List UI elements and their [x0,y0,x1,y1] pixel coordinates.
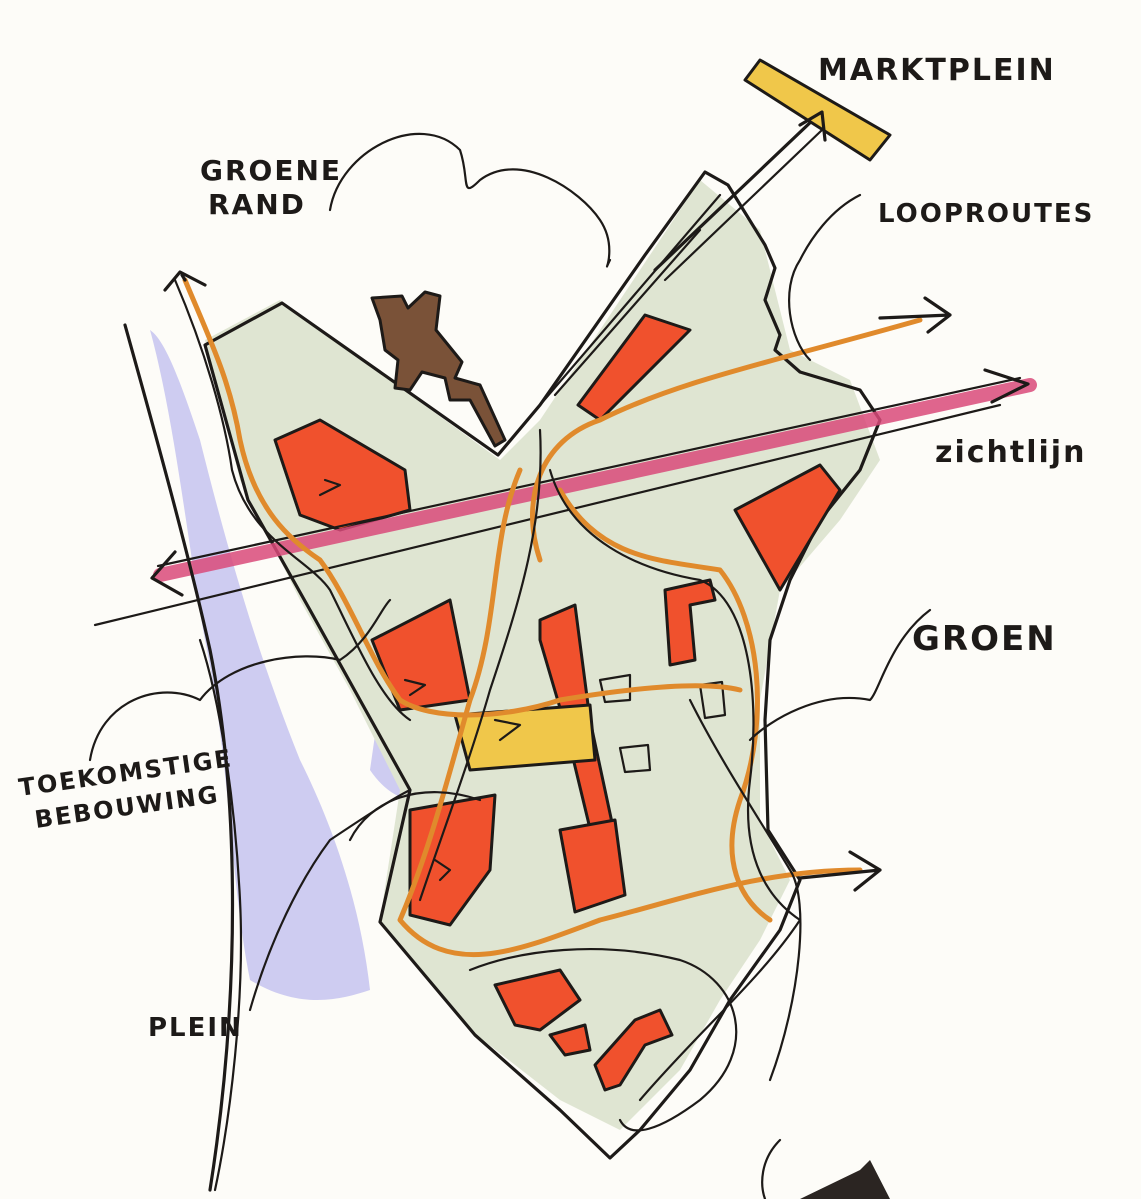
label-looproutes: LOOPROUTES [878,199,1094,229]
leader-groen [750,610,930,740]
label-marktplein: MARKTPLEIN [818,53,1056,88]
label-groene-rand-line2: RAND [208,188,306,221]
leader-groene-rand [330,134,610,267]
label-groen: GROEN [912,619,1057,659]
label-plein: PLEIN [148,1013,243,1043]
leader-looproutes [789,195,860,360]
label-groene-rand-line1: GROENE [200,154,342,187]
corner-leader [762,1140,780,1199]
label-zichtlijn: zichtlijn [935,435,1086,470]
corner-building [800,1160,890,1199]
